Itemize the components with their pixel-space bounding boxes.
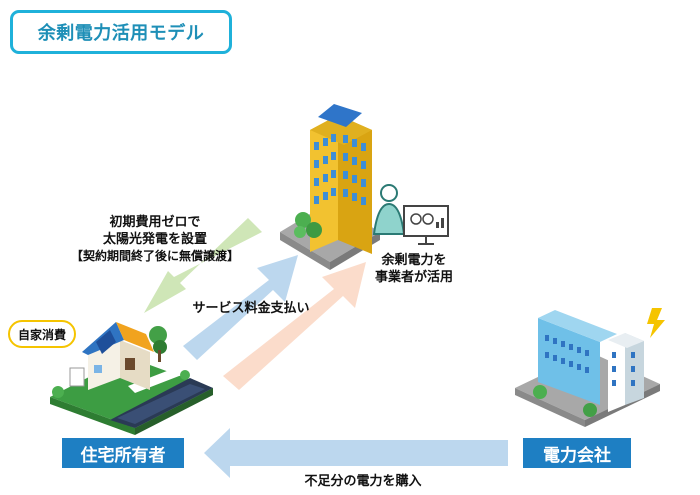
self-consumption-badge: 自家消費 [8, 320, 76, 348]
install-arrow [144, 218, 262, 313]
surplus-label-line1: 余剰電力を [381, 253, 447, 268]
lightning-icon [647, 308, 665, 338]
homeowner-label: 住宅所有者 [80, 445, 166, 466]
surplus-power-arrow [223, 262, 366, 390]
power-company-label: 電力会社 [543, 445, 611, 466]
power-company-building-icon [515, 308, 665, 427]
title-box: 余剰電力活用モデル [10, 10, 232, 54]
install-label-line2: 太陽光発電を設置 [102, 232, 207, 247]
purchase-arrow [204, 428, 508, 478]
page-title: 余剰電力活用モデル [37, 23, 205, 44]
homeowner-badge: 住宅所有者 [62, 438, 184, 468]
service-fee-label: サービス料金支払い [192, 301, 310, 316]
install-label-line1: 初期費用ゼロで [109, 215, 201, 230]
shortage-label: 不足分の電力を購入 [304, 474, 422, 489]
surplus-label-line2: 事業者が活用 [374, 270, 453, 285]
service-fee-arrow [183, 255, 298, 360]
office-building-icon [280, 104, 449, 270]
power-company-badge: 電力会社 [523, 438, 631, 468]
install-label-line3: 【契約期間終了後に無償譲渡】 [70, 249, 239, 263]
self-consumption-label: 自家消費 [17, 327, 66, 342]
house-icon [50, 322, 213, 435]
